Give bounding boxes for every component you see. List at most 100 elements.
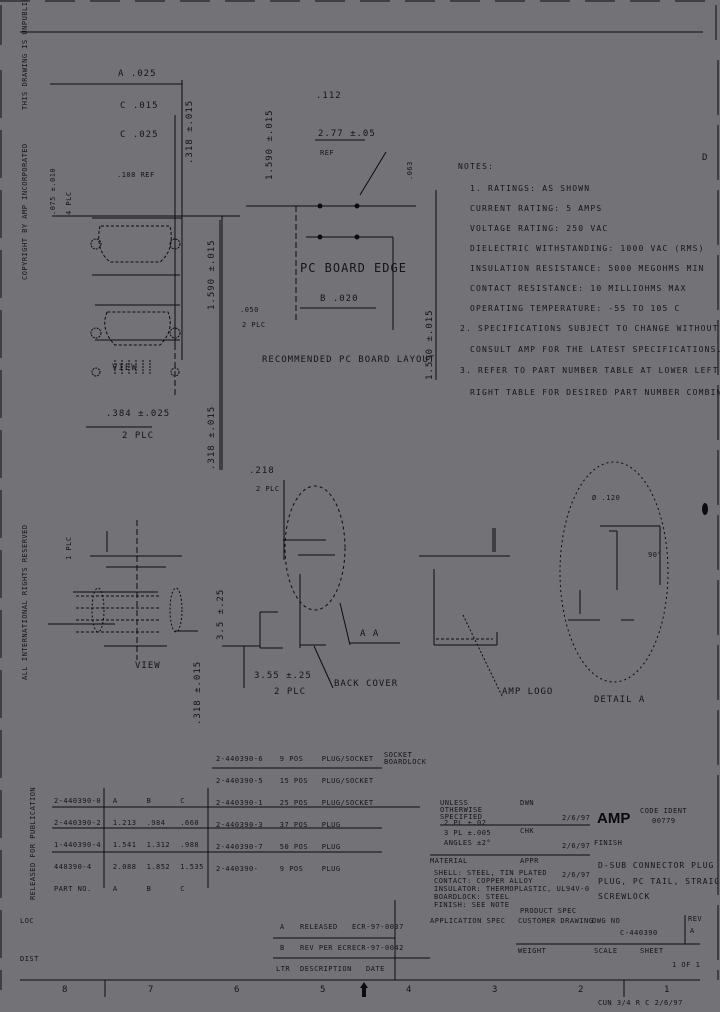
rev-row: B [280, 944, 285, 952]
chk-label: CHK [520, 827, 535, 835]
pc-layout-title: RECOMMENDED PC BOARD LAYOUT [262, 355, 436, 365]
zone-number: 6 [234, 985, 241, 995]
dim-scr-ref: 2 PLC [122, 431, 155, 441]
view-bottom-label: VIEW [135, 661, 161, 671]
dim-vertical-side: .318 ±.015 [185, 99, 195, 164]
dim-bottom-1: 3.55 ±.25 [254, 671, 312, 681]
company-logo: AMP [597, 810, 631, 827]
material-line: FINISH: SEE NOTE [434, 901, 510, 909]
amp-logo-callout: AMP LOGO [502, 687, 554, 697]
zone-number: 3 [492, 985, 499, 995]
sheet-value: 1 OF 1 [672, 961, 701, 969]
dim-mid-left: 1 PLC [65, 536, 73, 560]
note-line: RIGHT TABLE FOR DESIRED PART NUMBER COMB… [470, 388, 720, 397]
material-line: INSULATOR: THERMOPLASTIC, UL94V-0 [434, 885, 590, 893]
scale-label: SCALE [594, 947, 618, 955]
dwn-date: 2/6/97 [562, 814, 591, 822]
sheet-label: SHEET [640, 947, 664, 955]
dim-top-a: A .025 [118, 69, 157, 79]
dim-hole-ref: REF [320, 149, 335, 157]
dim-hole: 2.77 ±.05 [318, 129, 376, 139]
notes-heading: NOTES: [458, 162, 495, 171]
chk-date: 2/6/97 [562, 842, 591, 850]
dim-side-ref: 2 PLC [256, 485, 280, 493]
note-line: VOLTAGE RATING: 250 VAC [470, 224, 609, 233]
dim-pcb-far-right: 1.590 ±.015 [425, 309, 435, 380]
back-cover-callout: BACK COVER [334, 679, 399, 689]
margin-text: COPYRIGHT BY AMP INCORPORATED [21, 143, 29, 280]
dim-side-top: .218 [249, 466, 275, 476]
note-line: 1. RATINGS: AS SHOWN [470, 184, 591, 193]
dim-top-c1: C .015 [120, 101, 159, 111]
title-line-2: PLUG, PC TAIL, STRAIGHT [598, 877, 720, 886]
dim-center: .112 [316, 91, 342, 101]
dim-scr: .384 ±.025 [106, 409, 171, 419]
detail-dim-1: Ø .120 [592, 494, 621, 502]
dim-lower-vertical: .318 ±.015 [193, 660, 203, 725]
footer-code: CUN 3/4 R C 2/6/97 [598, 999, 683, 1007]
appr-date: 2/6/97 [562, 871, 591, 879]
zone-number: 5 [320, 985, 327, 995]
zone-number: 7 [148, 985, 155, 995]
zone-arrow-icon [360, 982, 368, 997]
note-line: CONTACT RESISTANCE: 10 MILLIOHMS MAX [470, 284, 687, 293]
customer-drawing-label: CUSTOMER DRAWING [518, 917, 594, 925]
note-line: CONSULT AMP FOR THE LATEST SPECIFICATION… [470, 345, 720, 354]
material-line: BOARDLOCK: STEEL [434, 893, 510, 901]
dwn-label: DWN [520, 799, 535, 807]
size-letter: A [690, 927, 695, 935]
material-line: SHELL: STEEL, TIN PLATED [434, 869, 548, 877]
note-line: OPERATING TEMPERATURE: -55 TO 105 C [470, 304, 681, 313]
row-letter-d: D [702, 153, 709, 163]
note-line: INSULATION RESISTANCE: 5000 MEGOHMS MIN [470, 264, 705, 273]
margin-loc: LOC [20, 917, 35, 925]
tolerance-line: 2 PL ±.02 [444, 819, 487, 827]
code-value: 00779 [652, 817, 676, 825]
application-spec: APPLICATION SPEC [430, 917, 506, 925]
dim-left-2: 4 PLC [65, 191, 73, 215]
rev-row: RELEASED [300, 923, 338, 931]
units-label: UNLESS OTHERWISE SPECIFIED [440, 799, 483, 821]
dim-top-c2: C .025 [120, 130, 159, 140]
dim-pcb-vertical: 1.590 ±.015 [265, 109, 275, 180]
rev-row: REV PER ECR [300, 944, 352, 952]
rev-row: LTR [276, 965, 291, 973]
zone-number: 8 [62, 985, 69, 995]
dim-pcb-right: .063 [406, 161, 414, 180]
zone-number: 2 [578, 985, 585, 995]
dim-vertical-1: 1.590 ±.015 [207, 239, 217, 310]
margin-dist: DIST [20, 955, 39, 963]
margin-text: RELEASED FOR PUBLICATION [29, 786, 37, 900]
note-line: 2. SPECIFICATIONS SUBJECT TO CHANGE WITH… [460, 324, 720, 333]
detail-dim-2: 90° [648, 551, 663, 559]
tolerance-line: ANGLES ±2° [444, 839, 492, 847]
title-line-3: SCREWLOCK [598, 892, 651, 901]
dim-vertical-3: .318 ±.015 [207, 405, 217, 470]
product-spec: PRODUCT SPEC [520, 907, 577, 915]
pcb-edge-label: PC BOARD EDGE [300, 261, 407, 275]
material-label: MATERIAL [430, 857, 468, 865]
view-label: VIEW [112, 363, 138, 373]
margin-text: ALL INTERNATIONAL RIGHTS RESERVED [21, 524, 29, 680]
zone-number: 4 [406, 985, 413, 995]
note-line: CURRENT RATING: 5 AMPS [470, 204, 603, 213]
view-a-label: A A [360, 629, 380, 639]
finish-label: FINISH [594, 839, 623, 847]
weight-label: WEIGHT [518, 947, 547, 955]
margin-text: THIS DRAWING IS UNPUBLISHED [21, 0, 29, 110]
dim-left-1: .075 ±.010 [49, 167, 57, 215]
rev-row: ECR-97-0042 [352, 944, 404, 952]
rev-label: REV [688, 915, 703, 923]
dim-2plc: 2 PLC [242, 321, 266, 329]
